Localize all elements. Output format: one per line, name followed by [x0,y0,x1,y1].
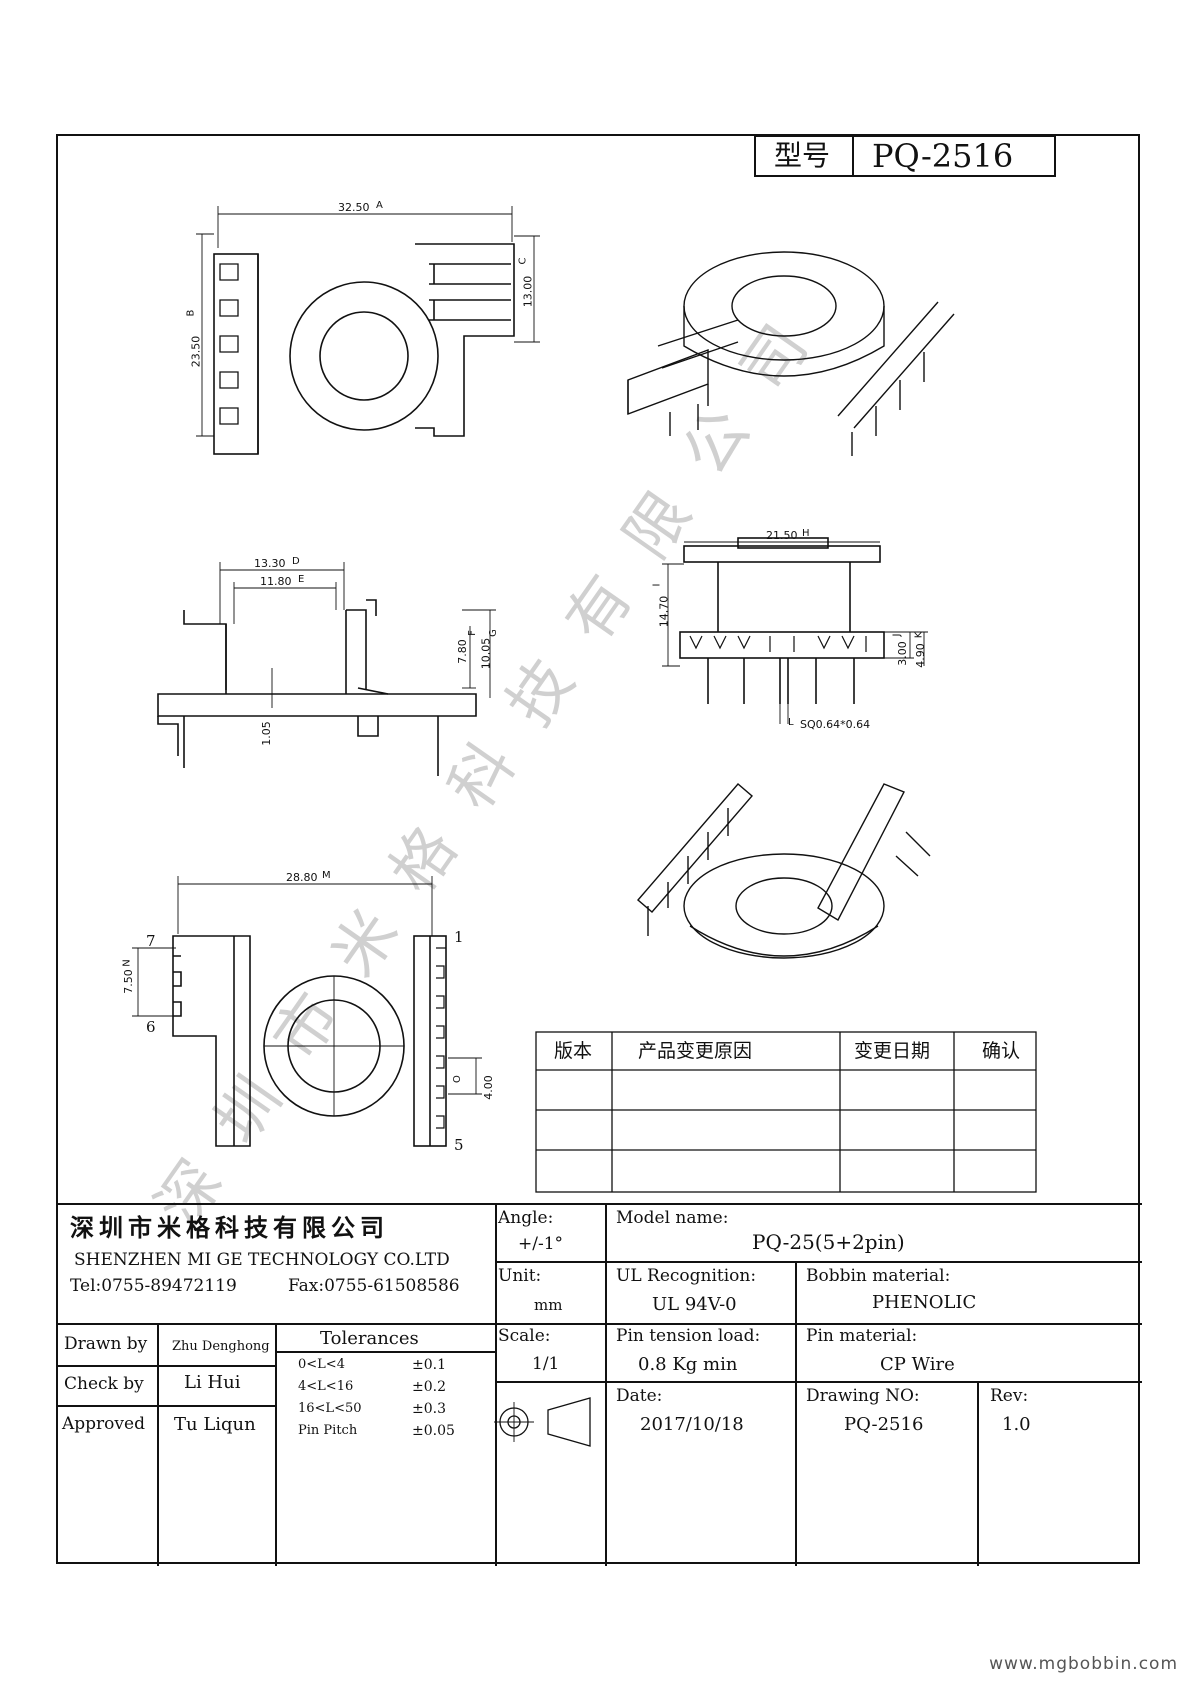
tolerance-value: ±0.3 [412,1401,446,1417]
model-name-value: PQ-25(5+2pin) [752,1230,905,1254]
company-name-cn: 深圳市米格科技有限公司 [70,1214,389,1242]
header-box [754,136,1056,177]
dim-tag: F [466,630,478,636]
angle-label: Angle: [498,1208,554,1228]
check-by-value: Li Hui [184,1372,241,1393]
dim-label: 10.05 [479,637,493,670]
drawing-no-value: PQ-2516 [844,1414,924,1435]
pin-material-label: Pin material: [806,1326,918,1346]
rev-label: Rev: [990,1386,1029,1406]
dim-label: 14.70 [657,595,671,628]
company-name-en: SHENZHEN MI GE TECHNOLOGY CO.LTD [74,1250,450,1270]
dim-tag: D [292,556,300,567]
technical-drawing [58,136,1142,1566]
dim-tag: H [802,528,810,539]
model-label-cn: 型号 [774,139,831,172]
dim-label: 21.50 [766,529,798,542]
isometric-view-bottom [637,783,931,959]
website-url: www.mgbobbin.com [989,1654,1178,1674]
model-number-header: PQ-2516 [872,137,1014,175]
side-view-front [157,599,477,776]
revision-table-grid [535,1031,1037,1193]
pin-1-label: 1 [454,928,464,946]
tolerances-title: Tolerances [320,1328,419,1349]
date-value: 2017/10/18 [640,1414,744,1435]
date-label: Date: [616,1386,663,1406]
bobbin-material-value: PHENOLIC [872,1292,977,1313]
unit-label: Unit: [498,1266,542,1286]
pin-7-label: 7 [146,932,156,950]
approved-label: Approved [62,1414,145,1434]
rev-header-date: 变更日期 [854,1040,931,1062]
scale-label: Scale: [498,1326,551,1346]
dim-label: 23.50 [189,335,203,368]
drawing-no-label: Drawing NO: [806,1386,920,1406]
dim-label: SQ0.64*0.64 [800,718,871,731]
dim-tag: M [322,870,331,881]
tolerance-value: ±0.05 [412,1423,455,1439]
angle-value: +/-1° [518,1234,564,1254]
top-view-dimensions [196,206,540,437]
unit-value: mm [534,1296,563,1314]
model-name-label: Model name: [616,1208,729,1228]
dim-label: 11.80 [260,575,292,588]
company-tel: Tel:0755-89472119 [70,1276,237,1296]
tolerance-range: Pin Pitch [298,1423,358,1438]
dim-tag: E [298,574,305,585]
rev-header-confirm: 确认 [982,1040,1021,1062]
rev-value: 1.0 [1002,1414,1031,1435]
rev-header-reason: 产品变更原因 [638,1040,753,1062]
dim-tag: A [376,200,383,211]
title-block-grid [58,1203,1142,1566]
dim-label: 3.00 [895,641,909,666]
dim-tag: K [913,631,925,639]
dim-label: 1.05 [259,721,273,746]
dim-label: 13.00 [521,275,535,308]
ul-value: UL 94V-0 [652,1294,737,1315]
dim-tag: C [517,257,529,265]
dim-label: 13.30 [254,557,286,570]
drawing-sheet: 型号 PQ-2516 32.50 A 23.50 B 13.00 C 13.30… [56,134,1142,1566]
pin-material-value: CP Wire [880,1354,955,1375]
pin-6-label: 6 [146,1018,156,1036]
drawn-by-value: Zhu Denghong [172,1339,270,1354]
bottom-view [172,935,447,1147]
pin-tension-label: Pin tension load: [616,1326,761,1346]
dim-tag: G [487,629,499,637]
company-fax: Fax:0755-61508586 [288,1276,460,1296]
tolerance-range: 0<L<4 [298,1357,345,1372]
dim-label: 7.50 [121,969,135,994]
dim-tag: I [651,583,663,587]
rev-header-version: 版本 [554,1040,593,1062]
tolerance-value: ±0.1 [412,1357,446,1373]
side-view-right [679,537,885,704]
pin-tension-value: 0.8 Kg min [638,1354,738,1375]
tolerance-range: 16<L<50 [298,1401,362,1416]
dim-tag: B [185,309,197,317]
dim-tag: O [451,1075,463,1083]
tolerance-value: ±0.2 [412,1379,446,1395]
dim-label: 32.50 [338,201,370,214]
dim-label: 7.80 [455,639,469,664]
pin-5-label: 5 [454,1136,464,1154]
dim-label: 4.90 [913,643,927,668]
top-view [213,243,515,455]
dim-tag: N [121,959,133,967]
drawn-by-label: Drawn by [64,1334,148,1354]
dim-label: 28.80 [286,871,318,884]
approved-value: Tu Liqun [174,1414,256,1435]
projection-symbol [494,1397,591,1447]
isometric-view-top [627,251,955,456]
tolerance-range: 4<L<16 [298,1379,354,1394]
dim-label: 4.00 [481,1075,495,1100]
dim-tag: J [891,633,903,637]
check-by-label: Check by [64,1374,144,1394]
scale-value: 1/1 [532,1354,560,1374]
bobbin-material-label: Bobbin material: [806,1266,951,1286]
dim-tag: L [788,717,794,728]
ul-label: UL Recognition: [616,1266,757,1286]
